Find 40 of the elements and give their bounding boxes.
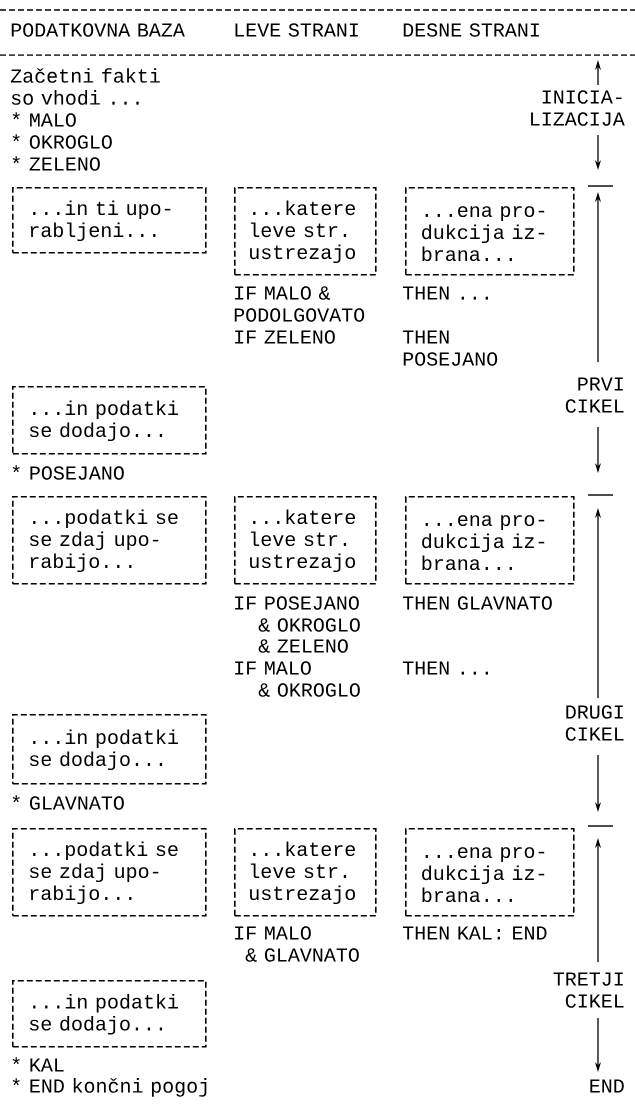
process-box: ...ena pro- dukcija iz- brana... <box>405 828 575 917</box>
rule-condition: IF POSEJANO <box>235 596 359 610</box>
column-header: LEVE STRANI <box>235 23 358 37</box>
process-box: ...ena pro- dukcija iz- brana... <box>405 187 575 276</box>
column-header: DESNE STRANI <box>403 23 539 37</box>
rule-condition: & OKROGLO <box>258 683 360 697</box>
fact-item: * GLAVNATO <box>12 795 124 810</box>
process-box: ...ena pro- dukcija iz- brana... <box>405 496 575 585</box>
cycle-label: INICIA- LIZACIJA <box>531 90 625 126</box>
rule-action: THEN KAL: END <box>402 926 547 940</box>
rule-action: THEN ... <box>402 661 488 675</box>
process-box: ...in podatki se dodajo... <box>12 714 207 785</box>
fact-item: * POSEJANO <box>12 465 124 480</box>
rule-condition: & ZELENO <box>258 639 348 653</box>
fact-item: * END končni pogoj <box>12 1078 207 1097</box>
rule-condition: IF MALO <box>235 661 311 675</box>
process-box: ...in podatki se dodajo... <box>12 980 207 1048</box>
cycle-label: PRVI CIKEL <box>565 377 624 413</box>
cycle-label: END <box>590 1079 624 1093</box>
rule-action: THEN GLAVNATO <box>402 596 552 610</box>
note-text: Začetni fakti so vhodi ... <box>10 68 160 105</box>
rule-condition: IF MALO & PODOLGOVATO <box>234 286 365 322</box>
process-box: ...katere leve str. ustrezajo <box>234 496 377 585</box>
fact-item: * MALO <box>12 112 76 127</box>
process-box: ...podatki se se zdaj upo- rabijo... <box>12 828 207 917</box>
rule-condition: IF MALO <box>235 926 311 940</box>
process-box: ...in ti upo- rabljeni... <box>12 187 207 254</box>
rule-action: THEN POSEJANO <box>402 330 498 366</box>
process-box: ...katere leve str. ustrezajo <box>234 828 377 917</box>
rule-condition: IF ZELENO <box>235 330 335 344</box>
rule-condition: & OKROGLO <box>258 618 360 632</box>
rule-action: THEN ... <box>402 286 488 300</box>
cycle-label: TRETJI CIKEL <box>553 972 624 1008</box>
process-box: ...in podatki se dodajo... <box>12 386 207 455</box>
column-header: PODATKOVNA BAZA <box>11 23 185 37</box>
cycle-label: DRUGI CIKEL <box>565 705 624 741</box>
process-box: ...podatki se se zdaj upo- rabijo... <box>12 496 207 585</box>
process-box: ...katere leve str. ustrezajo <box>234 187 377 276</box>
fact-item: * OKROGLO <box>12 134 112 149</box>
rule-condition: & GLAVNATO <box>245 948 359 962</box>
